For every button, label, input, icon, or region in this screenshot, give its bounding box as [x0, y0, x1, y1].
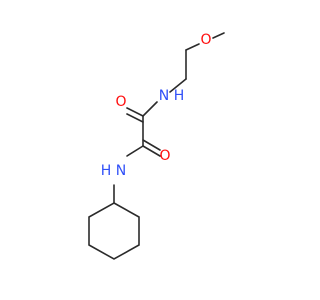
bond-carbonyl-upper-o-a — [126, 107, 144, 117]
molecule-diagram: O N H O O N H — [88, 32, 225, 260]
bond-carbonyl-lower-o-a — [142, 145, 161, 157]
bond-carbonyl-lower-o-b — [142, 139, 161, 151]
bond-carbonyl-lower-n — [126, 145, 144, 157]
bond-n-carbonyl-upper — [142, 101, 158, 117]
atom-o-methoxy: O — [200, 32, 211, 48]
bond-carbonyl-upper-o-b — [126, 113, 144, 123]
atom-n-lower: N — [116, 163, 126, 179]
cyclohexane-ring — [88, 202, 140, 260]
atom-h-upper: H — [174, 88, 185, 104]
bond-methyl-o — [212, 32, 225, 39]
bond-ch2-n — [169, 78, 187, 93]
bond-o-ch2 — [185, 43, 200, 51]
atom-n-upper: N — [159, 88, 169, 104]
atom-h-lower: H — [101, 163, 112, 179]
atom-o-right: O — [159, 148, 170, 164]
atom-o-left: O — [115, 94, 126, 110]
